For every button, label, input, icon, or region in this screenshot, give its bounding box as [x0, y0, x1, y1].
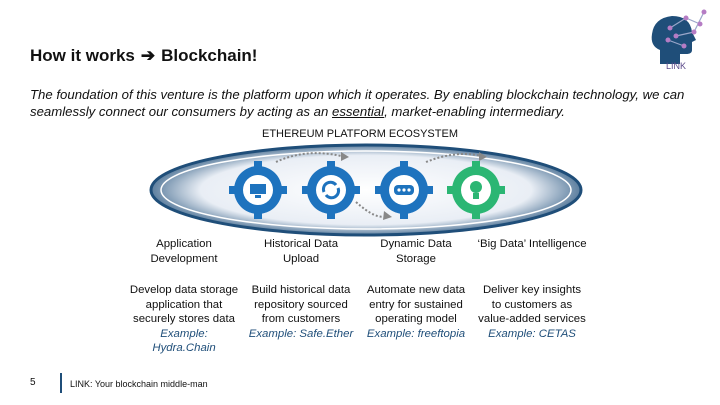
ecosystem-oval [149, 143, 583, 237]
link-logo: LINK [640, 6, 712, 71]
column-body: Deliver key insights to customers as val… [478, 284, 586, 325]
column-body: Develop data storage application that se… [129, 284, 239, 325]
ecosystem-label: ETHEREUM PLATFORM ECOSYSTEM [262, 128, 458, 140]
footer-divider [60, 373, 62, 393]
column-example: Example: Safe.Ether [248, 327, 354, 340]
intro-text-end: , market-enabling intermediary. [384, 104, 565, 119]
column-heading: ‘Big Data’ Intelligence [477, 238, 587, 250]
ecosystem-diagram [149, 143, 583, 237]
refresh-gear-icon [302, 161, 360, 219]
column-example: Example: CETAS [488, 327, 576, 340]
column-dynamic-storage: Dynamic Data Storage Automate new data e… [361, 237, 471, 341]
column-app-development: Application Development Develop data sto… [129, 237, 239, 356]
column-example: Example: freeftopia [366, 327, 466, 340]
arrow-right-icon: ➔ [140, 46, 156, 65]
column-heading: Historical Data Upload [263, 238, 339, 265]
column-example: Example: Hydra.Chain [152, 327, 216, 355]
footer-text: LINK: Your blockchain middle-man [70, 379, 208, 389]
title-right: Blockchain! [161, 46, 258, 65]
flow-arrow-1 [275, 152, 342, 163]
title-left: How it works [30, 46, 135, 65]
column-body: Automate new data entry for sustained op… [366, 284, 466, 325]
intro-text-start: The foundation of this venture is the pl… [30, 87, 685, 119]
column-body: Build historical data repository sourced… [251, 284, 351, 325]
flow-arrow-3 [425, 153, 482, 163]
logo-text: LINK [666, 61, 686, 70]
column-heading: Application Development [150, 238, 218, 265]
slide-title: How it works ➔ Blockchain! [30, 46, 257, 66]
slide-number: 5 [30, 377, 36, 388]
column-big-data: ‘Big Data’ Intelligence Deliver key insi… [477, 237, 587, 341]
column-heading: Dynamic Data Storage [380, 238, 452, 265]
intro-underlined-word: essential [332, 104, 385, 119]
monitor-gear-icon [229, 161, 287, 219]
bulb-gear-icon [447, 161, 505, 219]
intro-paragraph: The foundation of this venture is the pl… [30, 86, 700, 120]
column-historical-data: Historical Data Upload Build historical … [246, 237, 356, 341]
storage-gear-icon [375, 161, 433, 219]
